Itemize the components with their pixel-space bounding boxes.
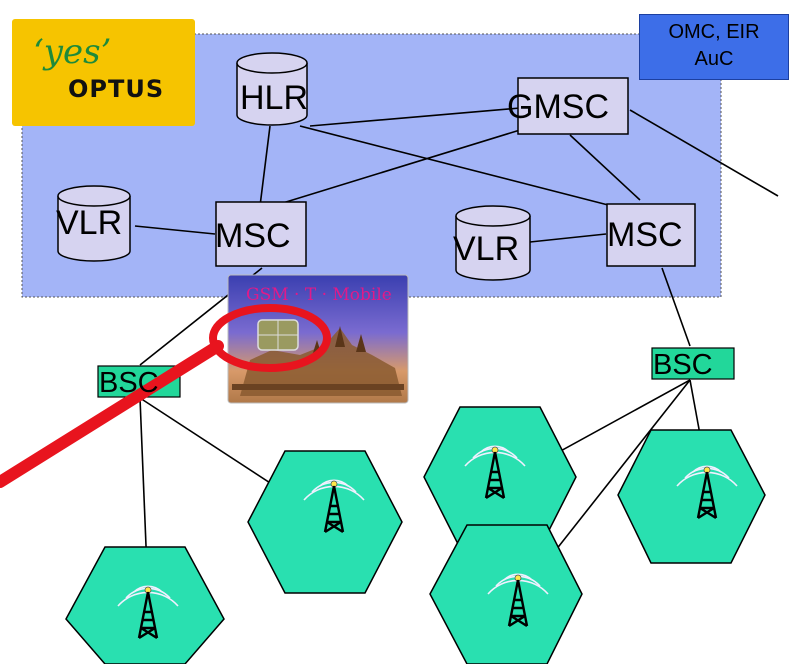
- bsc-right-node: [651, 347, 735, 380]
- gmsc-label: GMSC: [507, 88, 609, 126]
- cell-2: [65, 546, 225, 664]
- omc-line-2: AuC: [694, 48, 734, 70]
- msc-left-label: MSC: [215, 217, 291, 255]
- hlr-database-icon: [236, 52, 308, 126]
- optus-logo: ‘yes’ OPTUS: [12, 19, 195, 126]
- hlr-label: HLR: [240, 79, 309, 117]
- sim-highlight-pointer: [0, 304, 331, 488]
- msc-right-label: MSC: [607, 216, 683, 254]
- cell-4: [617, 429, 766, 564]
- bsc-left-label: BSC: [99, 367, 159, 399]
- omc-eir-auc-box: OMC, EIR AuC: [639, 14, 789, 80]
- msc-left-node: [215, 201, 307, 267]
- cell-5: [429, 524, 583, 664]
- vlr-right-database-icon: [455, 205, 531, 281]
- logo-tagline: ‘yes’: [33, 32, 112, 72]
- vlr-right-label: VLR: [453, 230, 520, 268]
- cell-1: [247, 450, 403, 594]
- msc-right-node: [606, 203, 696, 267]
- bsc-right-label: BSC: [653, 349, 713, 381]
- vlr-left-database-icon: [57, 185, 131, 262]
- logo-name: OPTUS: [68, 75, 165, 103]
- sim-card-brand: GSM · T · Mobile: [246, 285, 392, 305]
- gmsc-node: [517, 77, 629, 135]
- vlr-left-label: VLR: [56, 204, 123, 242]
- omc-line-1: OMC, EIR: [668, 21, 760, 43]
